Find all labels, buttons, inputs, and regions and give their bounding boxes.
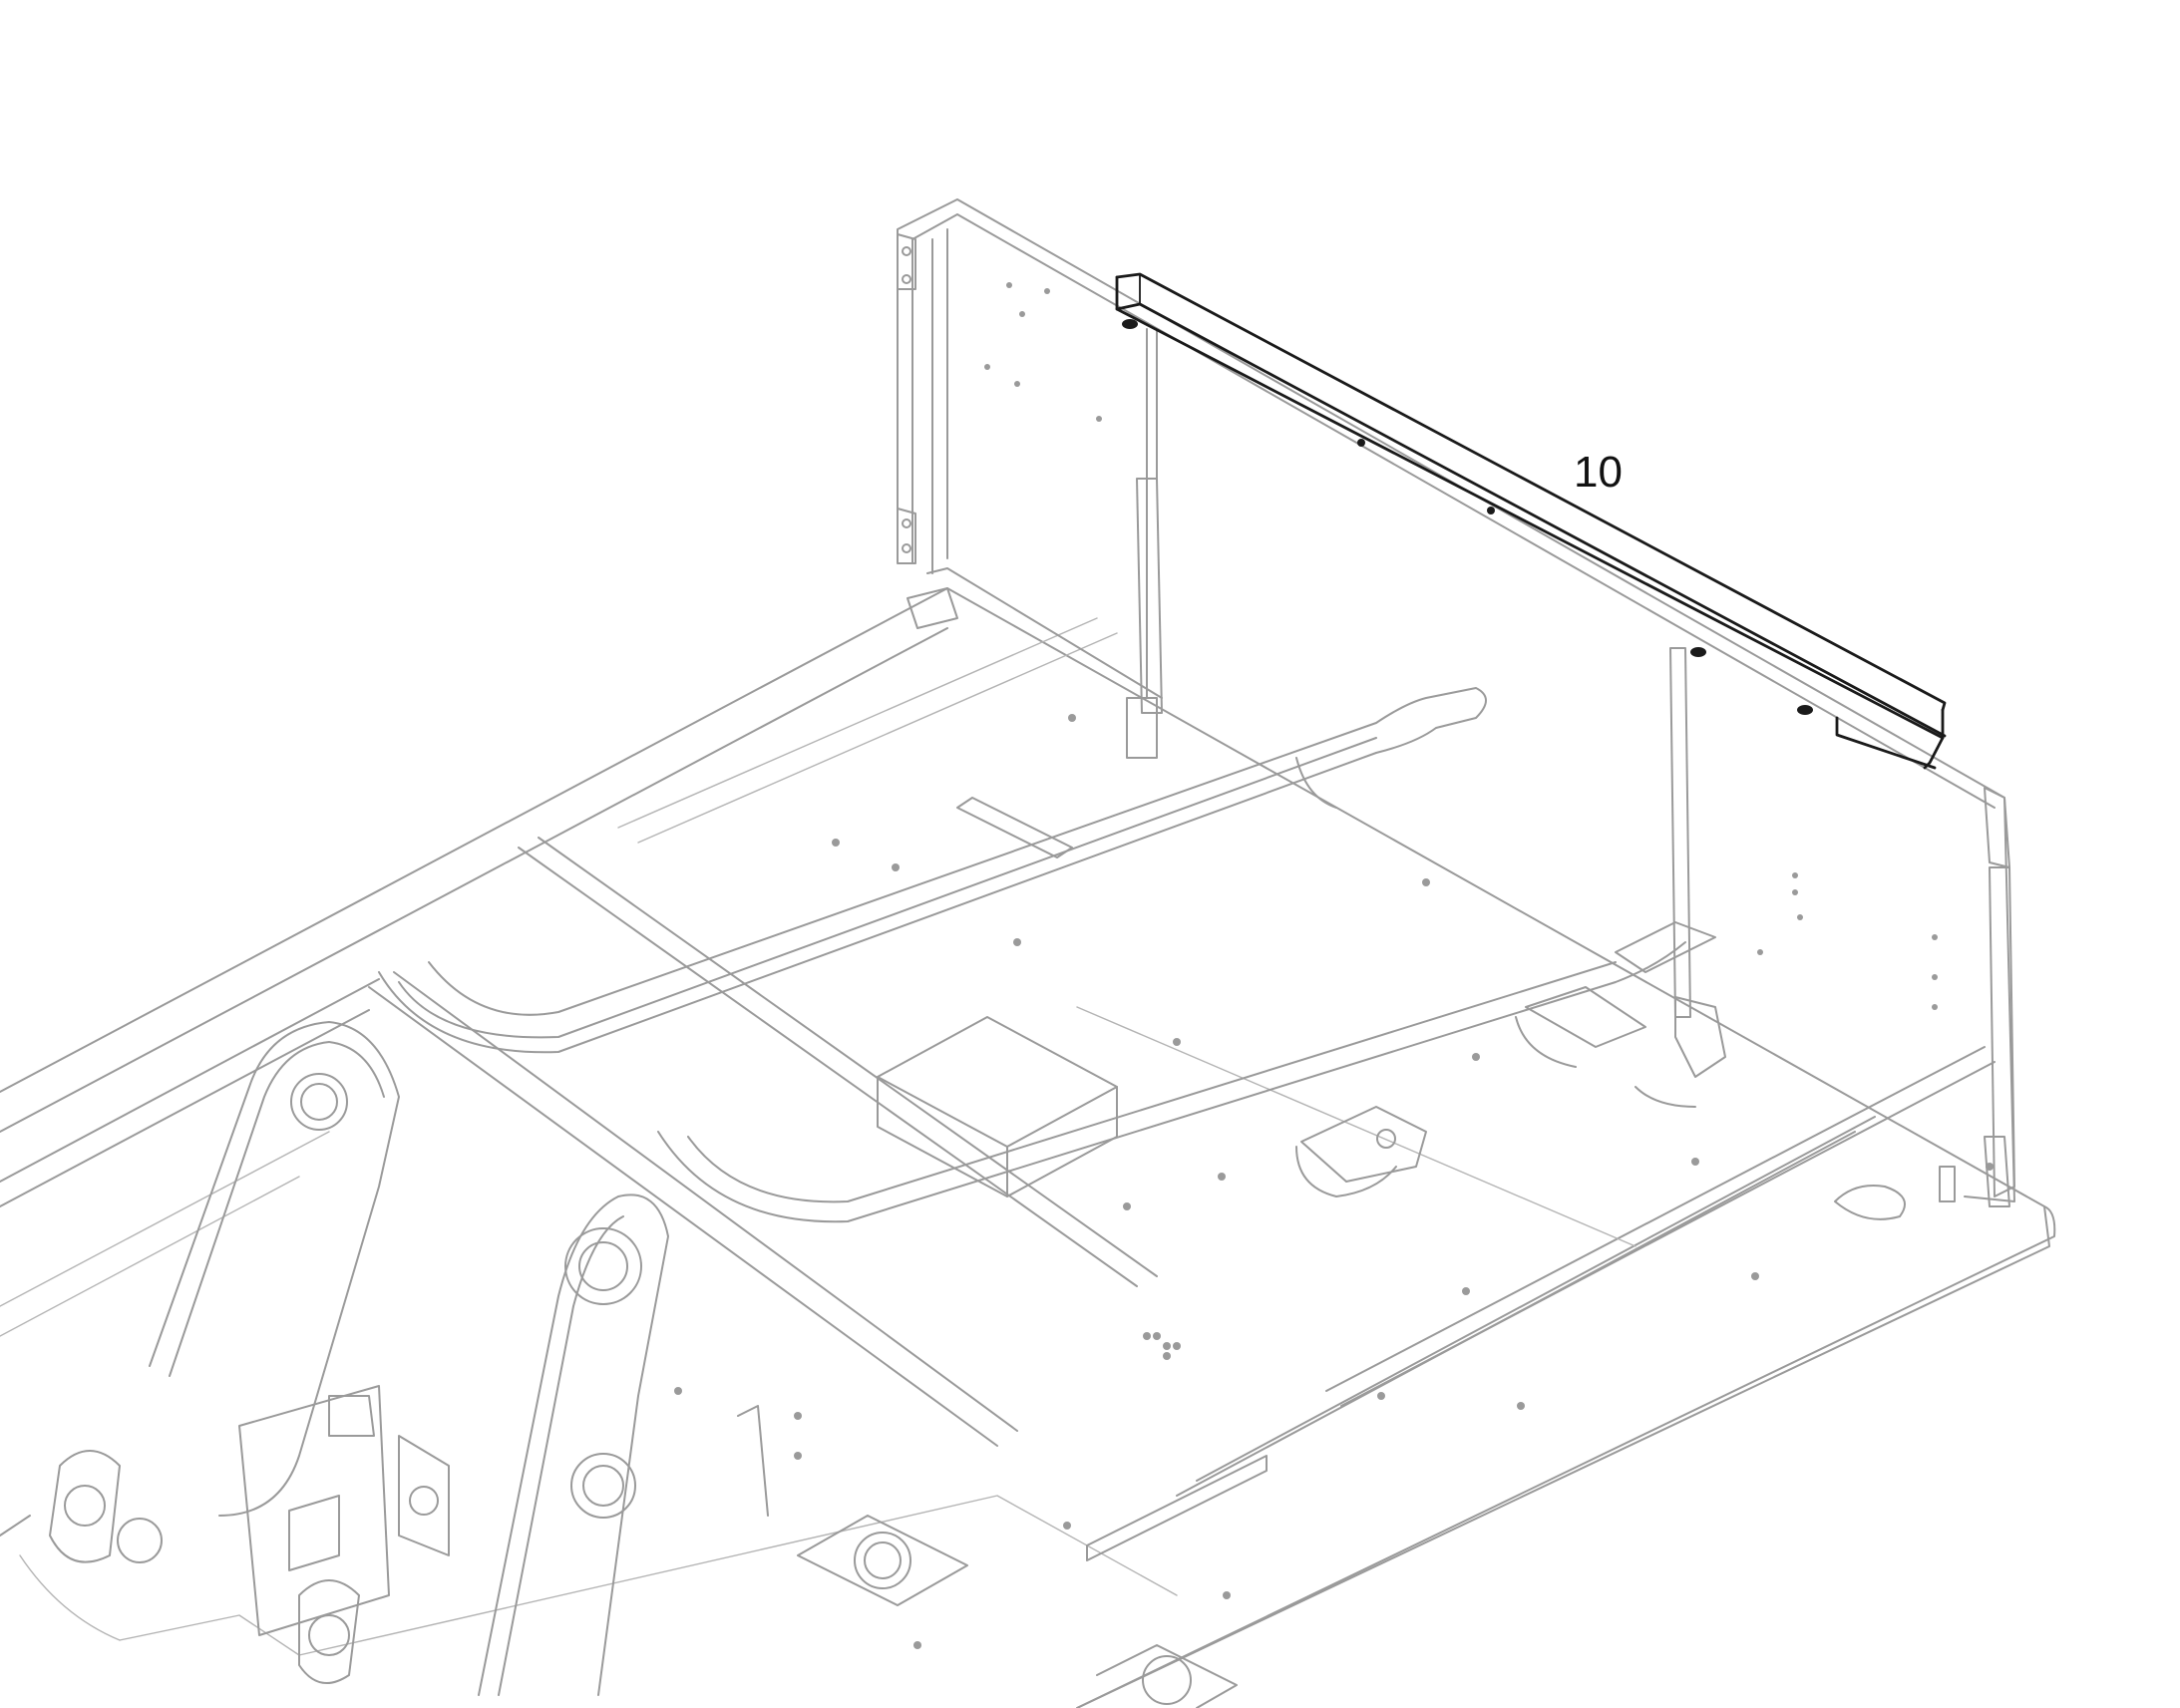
callout-label-10: 10 <box>1574 448 1623 497</box>
rear-panel-frame <box>897 198 2015 1207</box>
cross-beam-highlighted-part[interactable] <box>1115 272 1947 770</box>
platform-frame <box>0 587 2056 1708</box>
center-block <box>877 986 1646 1197</box>
fastener-studs <box>674 714 1994 1649</box>
main-diagonal-beam <box>378 687 1716 1223</box>
boom-mount-plates <box>49 1021 669 1696</box>
floor-cross-members <box>368 617 1996 1561</box>
lower-mount-bosses <box>737 1086 1906 1708</box>
